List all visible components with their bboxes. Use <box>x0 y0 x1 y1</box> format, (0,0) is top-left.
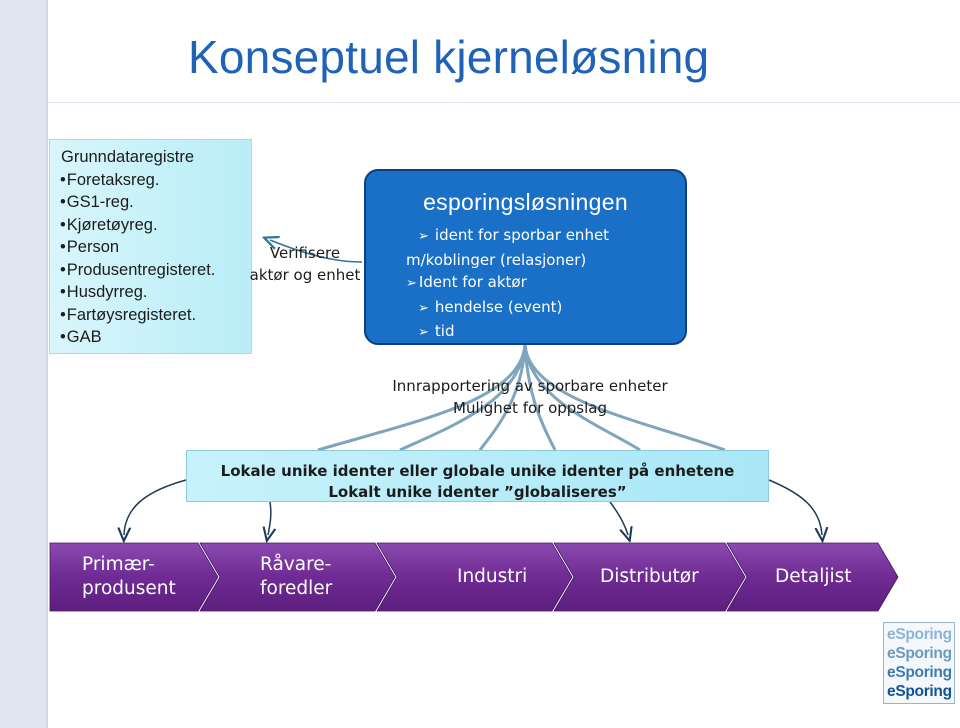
arrow-bullet-icon: ➢ <box>418 229 429 244</box>
chevron-raavare <box>199 542 396 612</box>
chain-label-distributor: Distributør <box>600 542 699 612</box>
chevron-primaer <box>49 542 219 612</box>
list-item: GAB <box>60 326 251 349</box>
lokale-line2: Lokalt unike identer ”globaliseres” <box>328 483 627 501</box>
grunndata-heading: Grunndataregistre <box>61 148 194 166</box>
grunndata-list: Foretaksreg. GS1-reg. Kjøretøyreg. Perso… <box>60 169 251 349</box>
list-item: ➢ tid <box>366 320 685 345</box>
chevron-chain <box>49 542 899 612</box>
list-item-text: hendelse (event) <box>434 297 563 316</box>
chain-label-line: foredler <box>260 578 333 599</box>
value-chain: Primær-produsent Råvare-foredler Industr… <box>50 542 898 612</box>
list-item: Produsentregisteret. <box>60 259 251 282</box>
list-item: ➢ hendelse (event) <box>366 296 685 321</box>
logo-text: eSporing <box>887 645 952 662</box>
innrapportering-label: Innrapportering av sporbare enheter Muli… <box>350 375 710 419</box>
verify-line2: aktør og enhet <box>249 266 361 284</box>
list-item: Husdyrreg. <box>60 281 251 304</box>
title-divider <box>48 102 960 103</box>
fan-connectors <box>317 344 726 452</box>
list-item: GS1-reg. <box>60 191 251 214</box>
list-item: Foretaksreg. <box>60 169 251 192</box>
chain-connectors <box>124 479 822 535</box>
left-strip <box>0 0 48 728</box>
list-item: Person <box>60 236 251 259</box>
list-item: Fartøysregisteret. <box>60 304 251 327</box>
chevron-detaljist <box>726 542 899 612</box>
list-item-text: m/koblinger (relasjoner) <box>406 250 587 269</box>
arrow-bullet-icon: ➢ <box>406 276 417 291</box>
lokale-line1: Lokale unike identer eller globale unike… <box>220 462 735 480</box>
esporing-title: esporingsløsningen <box>423 189 628 215</box>
chain-label-line: Distributør <box>600 566 699 587</box>
innrapportering-line2: Mulighet for oppslag <box>453 399 607 417</box>
chain-label-raavare: Råvare-foredler <box>260 542 332 612</box>
list-item: Kjøretøyreg. <box>60 214 251 237</box>
list-item-text: Ident for aktør <box>418 273 527 291</box>
left-strip-divider <box>46 0 48 728</box>
chain-label-primaer: Primær-produsent <box>82 542 176 612</box>
chain-label-industri: Industri <box>457 542 527 612</box>
verify-line1: Verifisere <box>269 244 341 262</box>
list-item-text: ident for sporbar enhet <box>434 226 610 244</box>
esporing-list: ➢ ident for sporbar enhet m/koblinger (re… <box>366 224 685 345</box>
verify-label: Verifisere aktør og enhet <box>248 242 362 286</box>
chain-label-line: Primær- <box>82 554 155 575</box>
chain-label-detaljist: Detaljist <box>775 542 852 612</box>
list-item-text: tid <box>434 322 455 340</box>
chevron-distributor <box>553 542 746 612</box>
esporing-logo: eSporing eSporing eSporing eSporing <box>883 622 955 704</box>
logo-text: eSporing <box>887 664 952 681</box>
arrow-bullet-icon: ➢ <box>418 300 429 316</box>
chain-label-line: Industri <box>457 566 528 587</box>
grunndata-box: Grunndataregistre Foretaksreg. GS1-reg. … <box>49 139 252 354</box>
verify-arrow <box>270 240 363 263</box>
innrapportering-line1: Innrapportering av sporbare enheter <box>392 377 668 395</box>
esporing-box: esporingsløsningen ➢ ident for sporbar en… <box>364 169 687 345</box>
list-item: m/koblinger (relasjoner) <box>366 249 685 272</box>
lokale-box: Lokale unike identer eller globale unike… <box>186 450 769 502</box>
chevron-industri <box>376 542 573 612</box>
chain-label-line: produsent <box>82 578 176 599</box>
arrow-bullet-icon: ➢ <box>418 325 429 340</box>
logo-text: eSporing <box>887 683 952 700</box>
page-title: Konseptuel kjerneløsning <box>188 31 710 83</box>
chain-label-line: Detaljist <box>775 566 852 587</box>
list-item: ➢ ident for sporbar enhet <box>366 224 685 249</box>
logo-text: eSporing <box>887 626 952 643</box>
list-item: ➢Ident for aktør <box>366 271 685 296</box>
chain-label-line: Råvare- <box>260 554 332 575</box>
